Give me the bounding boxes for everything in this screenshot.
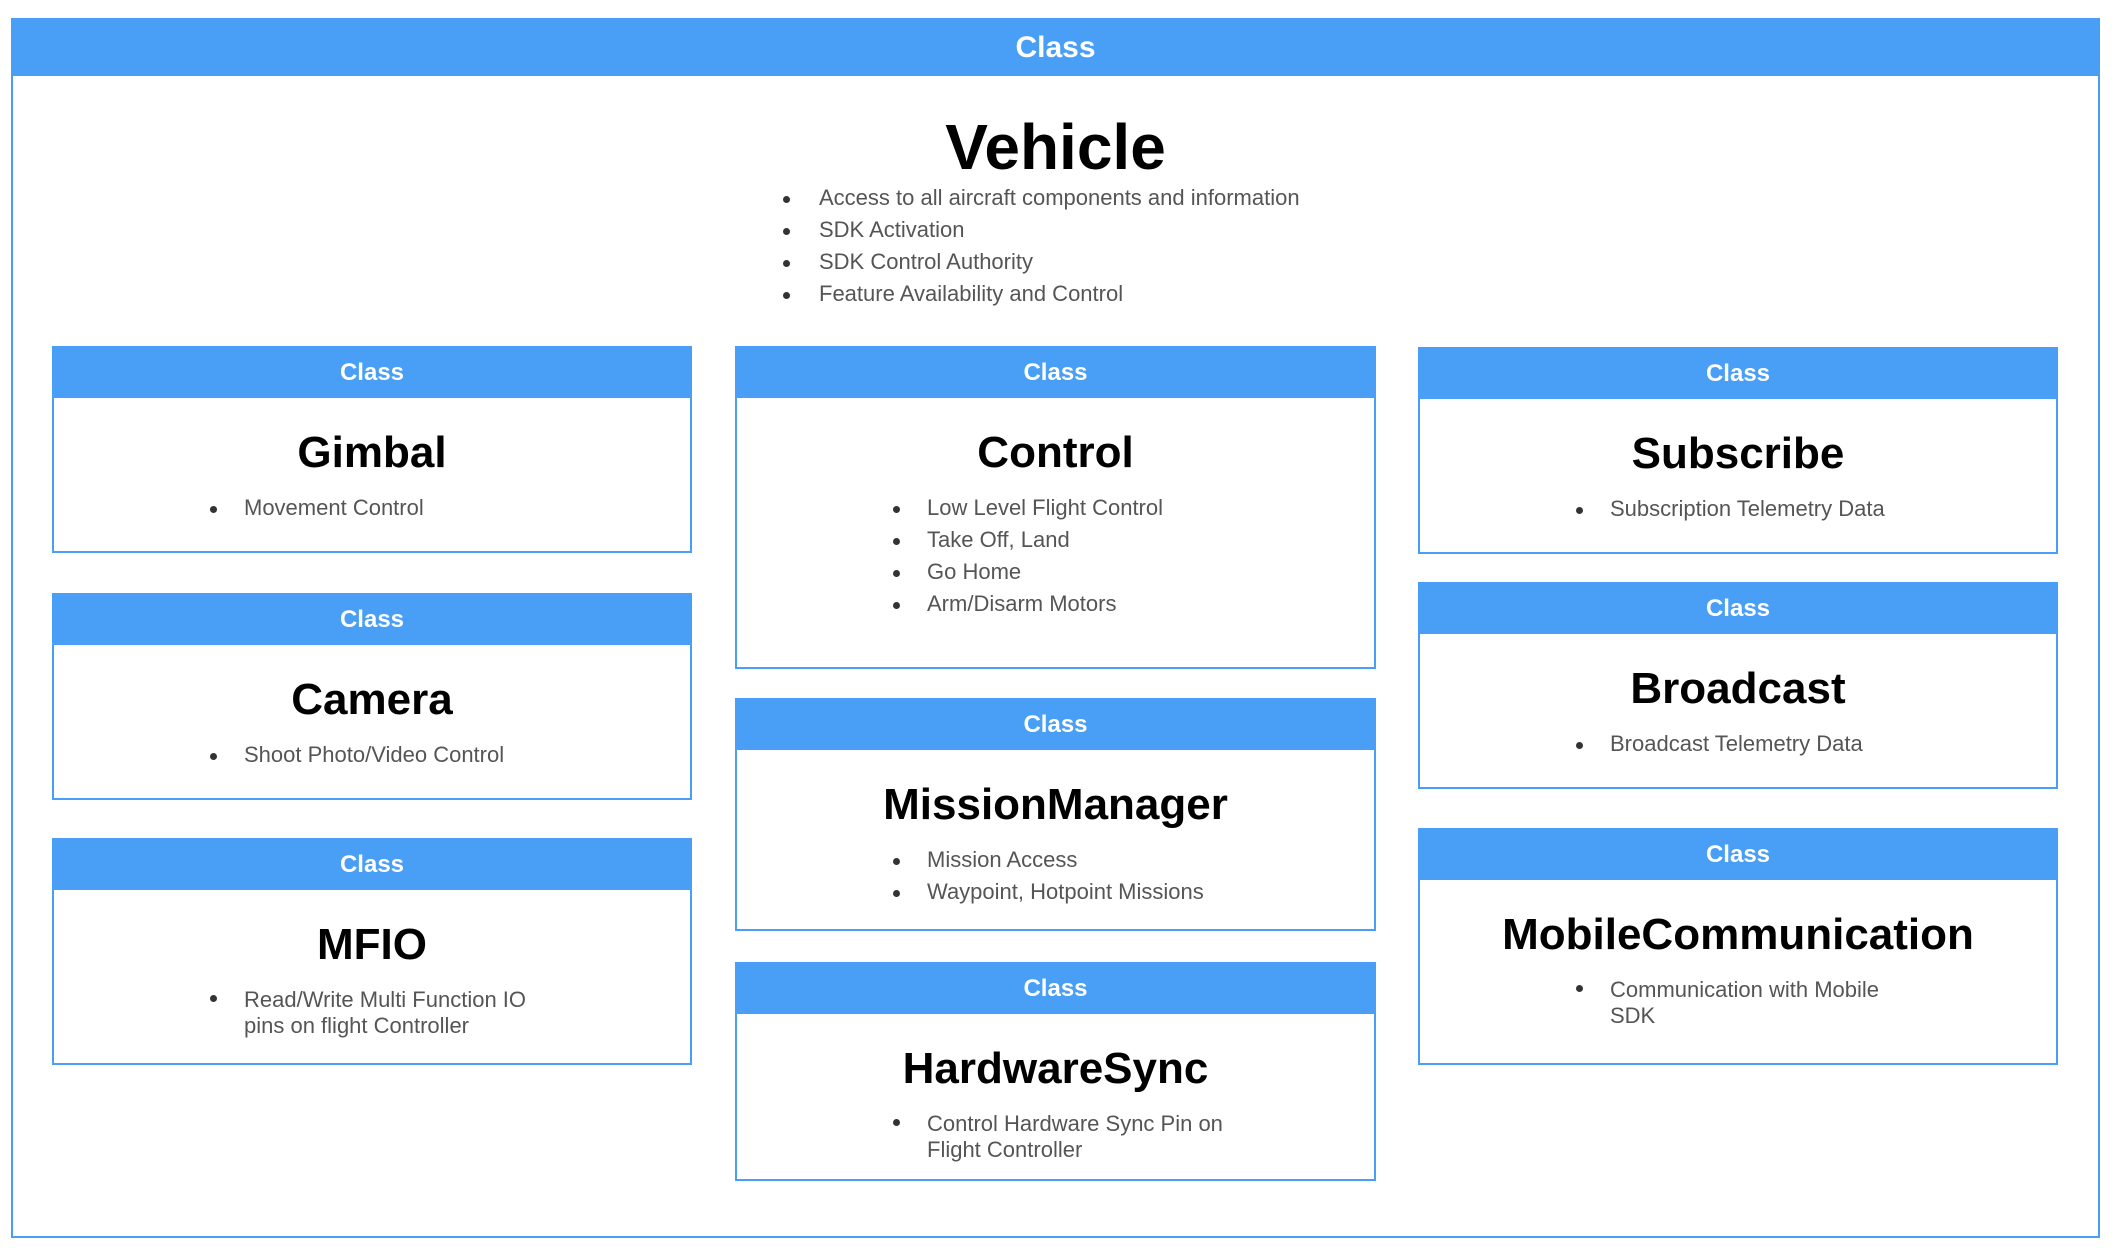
class-header: Class: [737, 964, 1374, 1014]
gimbal-class-box: Class Gimbal Movement Control: [52, 346, 692, 553]
vehicle-feature: SDK Control Authority: [783, 246, 1300, 278]
feature-item: Subscription Telemetry Data: [1576, 493, 2056, 525]
feature-list: Communication with Mobile SDK: [1420, 974, 1910, 1029]
control-class-name: Control: [977, 428, 1134, 477]
feature-item: Control Hardware Sync Pin on Flight Cont…: [893, 1108, 1247, 1163]
feature-item: Mission Access: [893, 844, 1374, 876]
mfio-class-box: Class MFIO Read/Write Multi Function IO …: [52, 838, 692, 1065]
class-header: Class: [54, 348, 690, 398]
class-header: Class: [54, 595, 690, 645]
missionmanager-class-name: MissionManager: [883, 780, 1228, 829]
feature-item: Take Off, Land: [893, 524, 1374, 556]
mobilecommunication-class-name: MobileCommunication: [1502, 910, 1974, 959]
camera-class-box: Class Camera Shoot Photo/Video Control: [52, 593, 692, 800]
feature-list: Movement Control: [54, 492, 690, 524]
gimbal-class-name: Gimbal: [297, 428, 447, 477]
vehicle-class-name: Vehicle: [945, 111, 1166, 183]
mfio-class-name: MFIO: [317, 920, 427, 969]
feature-item: Low Level Flight Control: [893, 492, 1374, 524]
feature-list: Read/Write Multi Function IO pins on fli…: [54, 984, 564, 1039]
camera-class-name: Camera: [291, 675, 453, 724]
subscribe-class-name: Subscribe: [1631, 429, 1845, 478]
feature-list: Low Level Flight Control Take Off, Land …: [737, 492, 1374, 620]
feature-item: Arm/Disarm Motors: [893, 588, 1374, 620]
subscribe-class-box: Class Subscribe Subscription Telemetry D…: [1418, 347, 2058, 554]
control-class-box: Class Control Low Level Flight Control T…: [735, 346, 1376, 669]
feature-list: Control Hardware Sync Pin on Flight Cont…: [737, 1108, 1247, 1163]
class-header: Class: [737, 348, 1374, 398]
feature-list: Broadcast Telemetry Data: [1420, 728, 2056, 760]
vehicle-feature: SDK Activation: [783, 214, 1300, 246]
vehicle-class-header: Class: [13, 20, 2098, 76]
class-header: Class: [737, 700, 1374, 750]
feature-list: Mission Access Waypoint, Hotpoint Missio…: [737, 844, 1374, 908]
broadcast-class-name: Broadcast: [1630, 664, 1846, 713]
class-header: Class: [1420, 830, 2056, 880]
feature-list: Shoot Photo/Video Control: [54, 739, 690, 771]
feature-item: Go Home: [893, 556, 1374, 588]
class-header: Class: [1420, 349, 2056, 399]
hardwaresync-class-box: Class HardwareSync Control Hardware Sync…: [735, 962, 1376, 1181]
missionmanager-class-box: Class MissionManager Mission Access Wayp…: [735, 698, 1376, 931]
vehicle-feature: Feature Availability and Control: [783, 278, 1300, 310]
feature-list: Subscription Telemetry Data: [1420, 493, 2056, 525]
hardwaresync-class-name: HardwareSync: [902, 1044, 1209, 1093]
feature-item: Broadcast Telemetry Data: [1576, 728, 2056, 760]
vehicle-feature: Access to all aircraft components and in…: [783, 182, 1300, 214]
feature-item: Read/Write Multi Function IO pins on fli…: [210, 984, 564, 1039]
class-header: Class: [1420, 584, 2056, 634]
class-header: Class: [54, 840, 690, 890]
feature-item: Movement Control: [210, 492, 690, 524]
feature-item: Shoot Photo/Video Control: [210, 739, 690, 771]
feature-item: Waypoint, Hotpoint Missions: [893, 876, 1374, 908]
broadcast-class-box: Class Broadcast Broadcast Telemetry Data: [1418, 582, 2058, 789]
mobilecommunication-class-box: Class MobileCommunication Communication …: [1418, 828, 2058, 1065]
feature-item: Communication with Mobile SDK: [1576, 974, 1910, 1029]
vehicle-feature-list: Access to all aircraft components and in…: [783, 182, 1300, 310]
